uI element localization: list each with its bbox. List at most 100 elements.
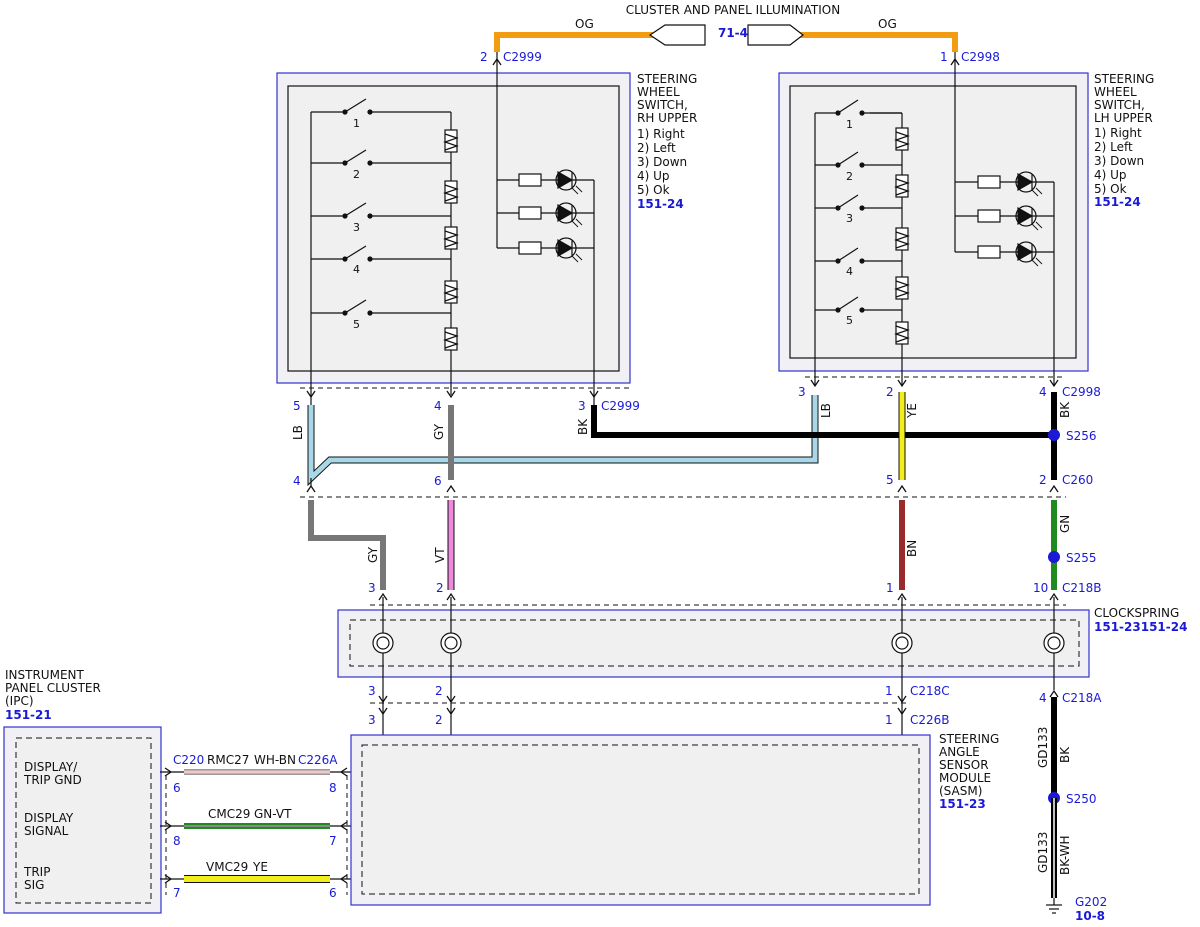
illumination-ref: 71-4 [718,26,748,40]
svg-text:DISPLAY/: DISPLAY/ [24,760,78,774]
connector-c226a: C226A [298,753,338,767]
svg-text:3) Down: 3) Down [637,155,687,169]
rh-switch-caption: STEERING WHEEL SWITCH, RH UPPER 1) Right… [637,72,697,211]
svg-text:STEERING: STEERING [637,72,697,86]
pin-sasm-3: 6 [329,886,337,900]
ipc-pin-labels: DISPLAY/ TRIP GND DISPLAY SIGNAL TRIP SI… [23,760,82,892]
svg-text:SENSOR: SENSOR [939,758,989,772]
svg-text:PANEL CLUSTER: PANEL CLUSTER [5,681,101,695]
pin-c226b-1: 1 [885,713,893,727]
label-bn: BN [905,540,919,557]
svg-text:TRIP: TRIP [23,865,50,879]
ground-g202: G202 [1075,895,1107,909]
circuit-cmc29-color: GN-VT [254,807,292,821]
pin-c218c-3: 3 [368,684,376,698]
label-bk-rh: BK [576,418,590,435]
svg-text:151-21: 151-21 [5,708,52,722]
connector-c2999-bk: C2999 [601,399,640,413]
rmc27-wire [160,713,384,775]
og-label-right: OG [878,17,897,31]
pin-c2998-top: 1 [940,50,948,64]
pin-c218c-2: 2 [435,684,443,698]
pin-c226b-3: 3 [368,713,376,727]
splice-s250: S250 [1066,792,1097,806]
pin-c2999-top: 2 [480,50,488,64]
svg-text:MODULE: MODULE [939,771,991,785]
connector-c226b: C226B [910,713,950,727]
lh-switch-num-4: 4 [846,265,853,278]
label-lb-rh: LB [291,425,305,440]
rh-switch-num-1: 1 [353,117,360,130]
connector-c218a: C218A [1062,691,1102,705]
label-gd133-a: GD133 [1036,727,1050,768]
circuit-vmc29-color: YE [252,860,268,874]
gy-wire-lower [308,500,386,590]
connector-c260: C260 [1062,473,1093,487]
connector-dash-lines [165,376,1066,895]
svg-text:(SASM): (SASM) [939,784,982,798]
pin-sasm-1: 8 [329,781,337,795]
pin-sasm-2: 7 [329,834,337,848]
pin-mid-lb: 4 [293,474,301,488]
pin-ipc-2: 8 [173,834,181,848]
pin-cs-bn: 1 [886,581,894,595]
lh-switch-num-5: 5 [846,314,853,327]
clockspring-label: CLOCKSPRING [1094,606,1179,620]
circuit-rmc27: RMC27 [207,753,249,767]
pin-lh-ye: 2 [886,385,894,399]
splice-s256-dot [1048,429,1060,441]
svg-text:SIGNAL: SIGNAL [24,824,69,838]
svg-text:TRIP GND: TRIP GND [23,773,82,787]
label-bk-ground: BK [1058,746,1072,763]
svg-text:WHEEL: WHEEL [1094,85,1137,99]
svg-text:2) Left: 2) Left [637,141,676,155]
ground-symbol [1046,904,1062,914]
label-gy-rh: GY [432,423,446,440]
ground-ref: 10-8 [1075,909,1105,923]
svg-text:RH UPPER: RH UPPER [637,111,697,125]
splice-s256: S256 [1066,429,1097,443]
svg-text:151-23: 151-23 [939,797,986,811]
sasm-caption: STEERING ANGLE SENSOR MODULE (SASM) 151-… [939,732,999,811]
svg-text:3) Down: 3) Down [1094,154,1144,168]
pin-lh-lb: 3 [798,385,806,399]
ipc-caption: INSTRUMENT PANEL CLUSTER (IPC) 151-21 [5,668,101,722]
pin-c226b-2: 2 [435,713,443,727]
pin-lh-bk: 4 [1039,385,1047,399]
diagram-title: CLUSTER AND PANEL ILLUMINATION [626,3,840,17]
circuit-vmc29: VMC29 [206,860,248,874]
rh-switch-num-2: 2 [353,168,360,181]
svg-text:WHEEL: WHEEL [637,85,680,99]
label-ye-lh: YE [905,403,919,419]
clockspring-module [337,597,1090,713]
label-gd133-b: GD133 [1036,832,1050,873]
rh-switch-num-4: 4 [353,263,360,276]
sasm-module [350,734,931,906]
lh-switch-num-1: 1 [846,118,853,131]
rh-upper-switch-module [276,60,631,395]
lh-switch-caption: STEERING WHEEL SWITCH, LH UPPER 1) Right… [1094,72,1154,209]
label-vt: VT [433,547,447,563]
circuit-rmc27-color: WH-BN [254,753,296,767]
ipc-module [3,726,162,914]
label-gn: GN [1058,515,1072,533]
label-bk-lh: BK [1058,401,1072,418]
pin-rh-lb: 5 [293,399,301,413]
pin-c218a: 4 [1039,691,1047,705]
pin-mid-bk: 2 [1039,473,1047,487]
rh-switch-num-5: 5 [353,318,360,331]
pin-cs-gn: 10 [1033,581,1048,595]
lh-switch-num-3: 3 [846,212,853,225]
lb-wire-rh [307,395,819,487]
pin-mid-gy: 6 [434,474,442,488]
svg-text:1) Right: 1) Right [637,127,685,141]
pin-mid-ye: 5 [886,473,894,487]
svg-text:SWITCH,: SWITCH, [637,98,688,112]
svg-text:2) Left: 2) Left [1094,140,1133,154]
connector-c2999-top: C2999 [503,50,542,64]
circuit-cmc29: CMC29 [208,807,250,821]
lh-upper-switch-module [778,60,1089,385]
og-label-left: OG [575,17,594,31]
svg-text:ANGLE: ANGLE [939,745,980,759]
